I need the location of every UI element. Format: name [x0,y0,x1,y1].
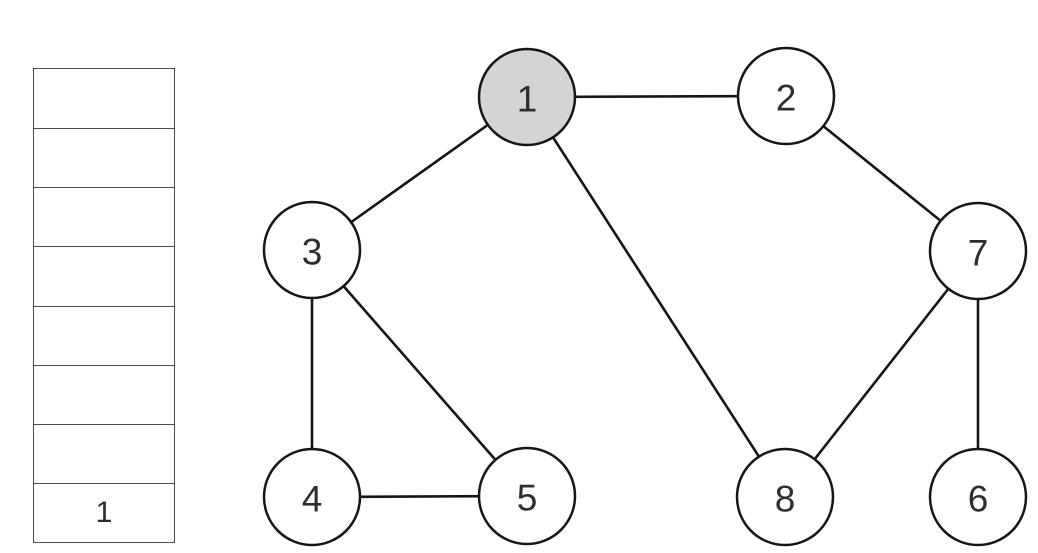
graph-node-5 [477,446,577,546]
stack-cell [34,187,174,247]
graph-node-6 [928,447,1028,547]
stack-cell [34,128,174,188]
stack-cell [34,364,174,424]
graph-node-label: 5 [517,478,538,519]
graph-node-2 [736,46,836,146]
graph-node-label: 4 [302,479,323,520]
graph-node-1 [477,47,577,147]
graph-node-4 [262,447,362,547]
graph-node-8 [735,447,835,547]
stack-panel: 1 [33,68,175,543]
graph-edge-7-8 [783,249,980,499]
stack-cell: 1 [34,482,174,542]
graph-edge-3-5 [310,248,529,498]
graph-edge-1-8 [525,95,787,499]
graph-node-label: 2 [776,78,797,119]
graph-node-label: 8 [775,479,796,520]
graph-node-label: 7 [968,233,989,274]
stack-cell [34,246,174,306]
graph-node-3 [262,200,362,300]
graph-node-label: 6 [968,479,989,520]
graph-node-label: 3 [302,232,323,273]
stack-cell [34,305,174,365]
stack-cell [34,423,174,483]
graph-node-7 [928,201,1028,301]
stack-cell [34,69,174,129]
graph-node-label: 1 [517,79,538,120]
